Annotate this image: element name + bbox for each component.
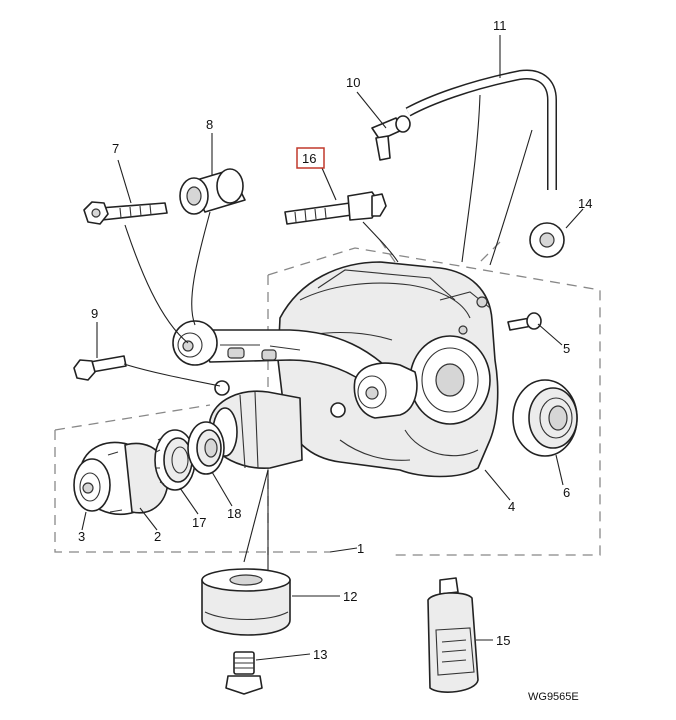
- callout-11: 11: [493, 18, 507, 33]
- callout-16-highlight-box: [296, 147, 325, 169]
- callout-14: 14: [578, 196, 592, 211]
- callout-13: 13: [313, 647, 327, 662]
- breather-cap: [529, 222, 565, 258]
- leader-lines: [81, 35, 584, 661]
- drive-flange: [73, 441, 169, 515]
- pinion-seal: [187, 421, 225, 475]
- rear-mount: [201, 568, 291, 636]
- spacer-ring: [154, 429, 196, 491]
- callout-17: 17: [192, 515, 206, 530]
- breather-hose: [405, 69, 557, 190]
- callout-1: 1: [357, 541, 364, 556]
- breather-connector: [371, 115, 411, 161]
- callout-7: 7: [112, 141, 119, 156]
- diagram-code: WG9565E: [528, 691, 579, 703]
- rubber-bush: [179, 168, 246, 215]
- callout-15: 15: [496, 633, 510, 648]
- short-bolt: [73, 355, 127, 381]
- callout-12: 12: [343, 589, 357, 604]
- long-bolt-16: [284, 191, 387, 225]
- long-mounting-bolt: [83, 201, 168, 225]
- oil-bottle: [427, 577, 479, 693]
- callout-labels: 1 2 3 4 5 6 7 8 9 10 11 12 13 14 15 17 1…: [78, 18, 592, 662]
- callout-16: 16: [302, 151, 316, 166]
- oil-seal: [512, 379, 578, 457]
- callout-10: 10: [346, 75, 360, 90]
- callout-4: 4: [508, 499, 515, 514]
- callout-18: 18: [227, 506, 241, 521]
- small-bolt: [507, 312, 542, 331]
- mounting-bracket: [172, 320, 418, 419]
- callout-5: 5: [563, 341, 570, 356]
- callout-2: 2: [154, 529, 161, 544]
- callout-8: 8: [206, 117, 213, 132]
- mount-bolt: [225, 651, 263, 695]
- callout-3: 3: [78, 529, 85, 544]
- callout-6: 6: [563, 485, 570, 500]
- callout-9: 9: [91, 306, 98, 321]
